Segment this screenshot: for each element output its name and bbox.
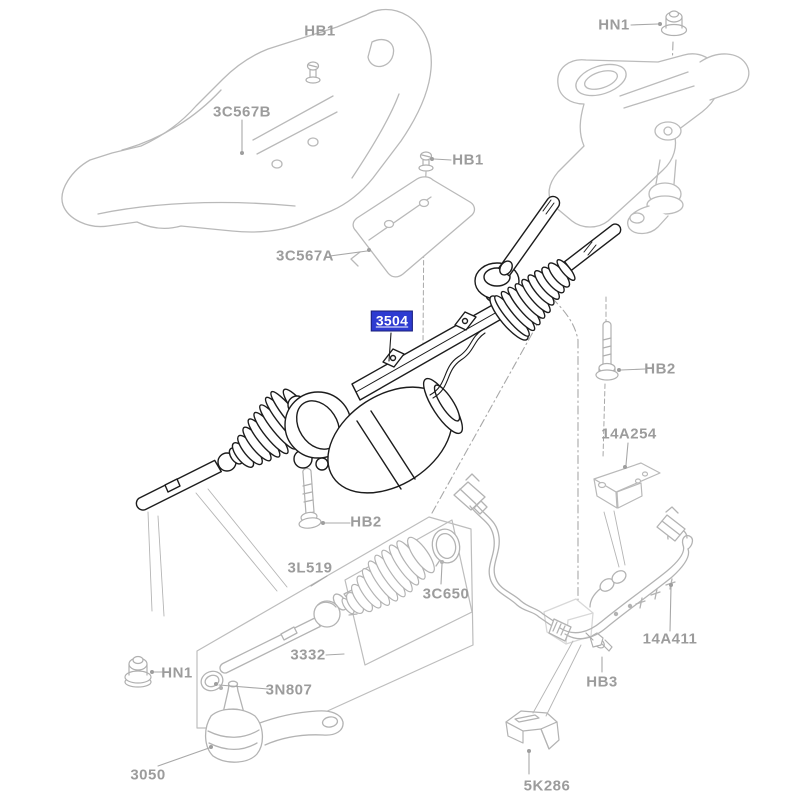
part-label-3l519[interactable]: 3L519 (287, 559, 333, 577)
assembly-reference-leaders (147, 488, 626, 717)
tie-rod-end-3050-drawing (204, 680, 344, 763)
part-label-5k286[interactable]: 5K286 (523, 777, 571, 795)
detail-box-3l519 (196, 516, 474, 729)
heat-shield-3c567b-drawing (61, 8, 432, 233)
bolt-hb2-right (595, 320, 619, 381)
part-label-3504-selected[interactable]: 3504 (370, 310, 414, 332)
part-label-3332[interactable]: 3332 (290, 646, 326, 664)
part-label-3n807[interactable]: 3N807 (265, 681, 313, 699)
leader-dots (150, 22, 673, 753)
boot-bellows-kit-drawing (341, 536, 435, 616)
part-label-3050[interactable]: 3050 (130, 766, 166, 784)
part-label-hb2-right[interactable]: HB2 (644, 360, 676, 378)
selected-part-leader (388, 332, 392, 362)
bracket-14a254-drawing (593, 462, 661, 509)
part-label-3c567a[interactable]: 3C567A (275, 247, 335, 265)
inner-tie-rod-3332-drawing (219, 589, 357, 674)
knuckle-assembly-drawing (548, 53, 750, 235)
bracket-5k286-drawing (505, 710, 560, 750)
part-label-hb1-mid[interactable]: HB1 (452, 151, 484, 169)
harness-14a411-drawing (453, 473, 694, 645)
nut-hn1-bottom (124, 655, 152, 688)
part-label-14a411[interactable]: 14A411 (642, 630, 698, 648)
bolt-hb1-mid (418, 151, 434, 172)
part-label-3c567b[interactable]: 3C567B (212, 103, 272, 121)
part-label-hn1-top[interactable]: HN1 (598, 16, 630, 34)
bolt-hb3 (589, 632, 613, 652)
part-label-hb3[interactable]: HB3 (586, 673, 618, 691)
heat-shield-3c567a-drawing (350, 176, 476, 278)
part-label-hb2-left[interactable]: HB2 (350, 513, 382, 531)
clamp-3c650-drawing (431, 528, 461, 567)
part-label-3c650[interactable]: 3C650 (422, 585, 470, 603)
nut-hn1-top (660, 10, 688, 37)
part-label-14a254[interactable]: 14A254 (601, 425, 657, 443)
part-label-hb1-top[interactable]: HB1 (304, 22, 336, 40)
leader-lines (153, 23, 672, 775)
bolt-hb1-top (305, 61, 321, 84)
bolt-hb2-left (298, 467, 322, 529)
part-label-hn1-bottom[interactable]: HN1 (161, 664, 193, 682)
steering-gear-3504-drawing (135, 195, 622, 511)
